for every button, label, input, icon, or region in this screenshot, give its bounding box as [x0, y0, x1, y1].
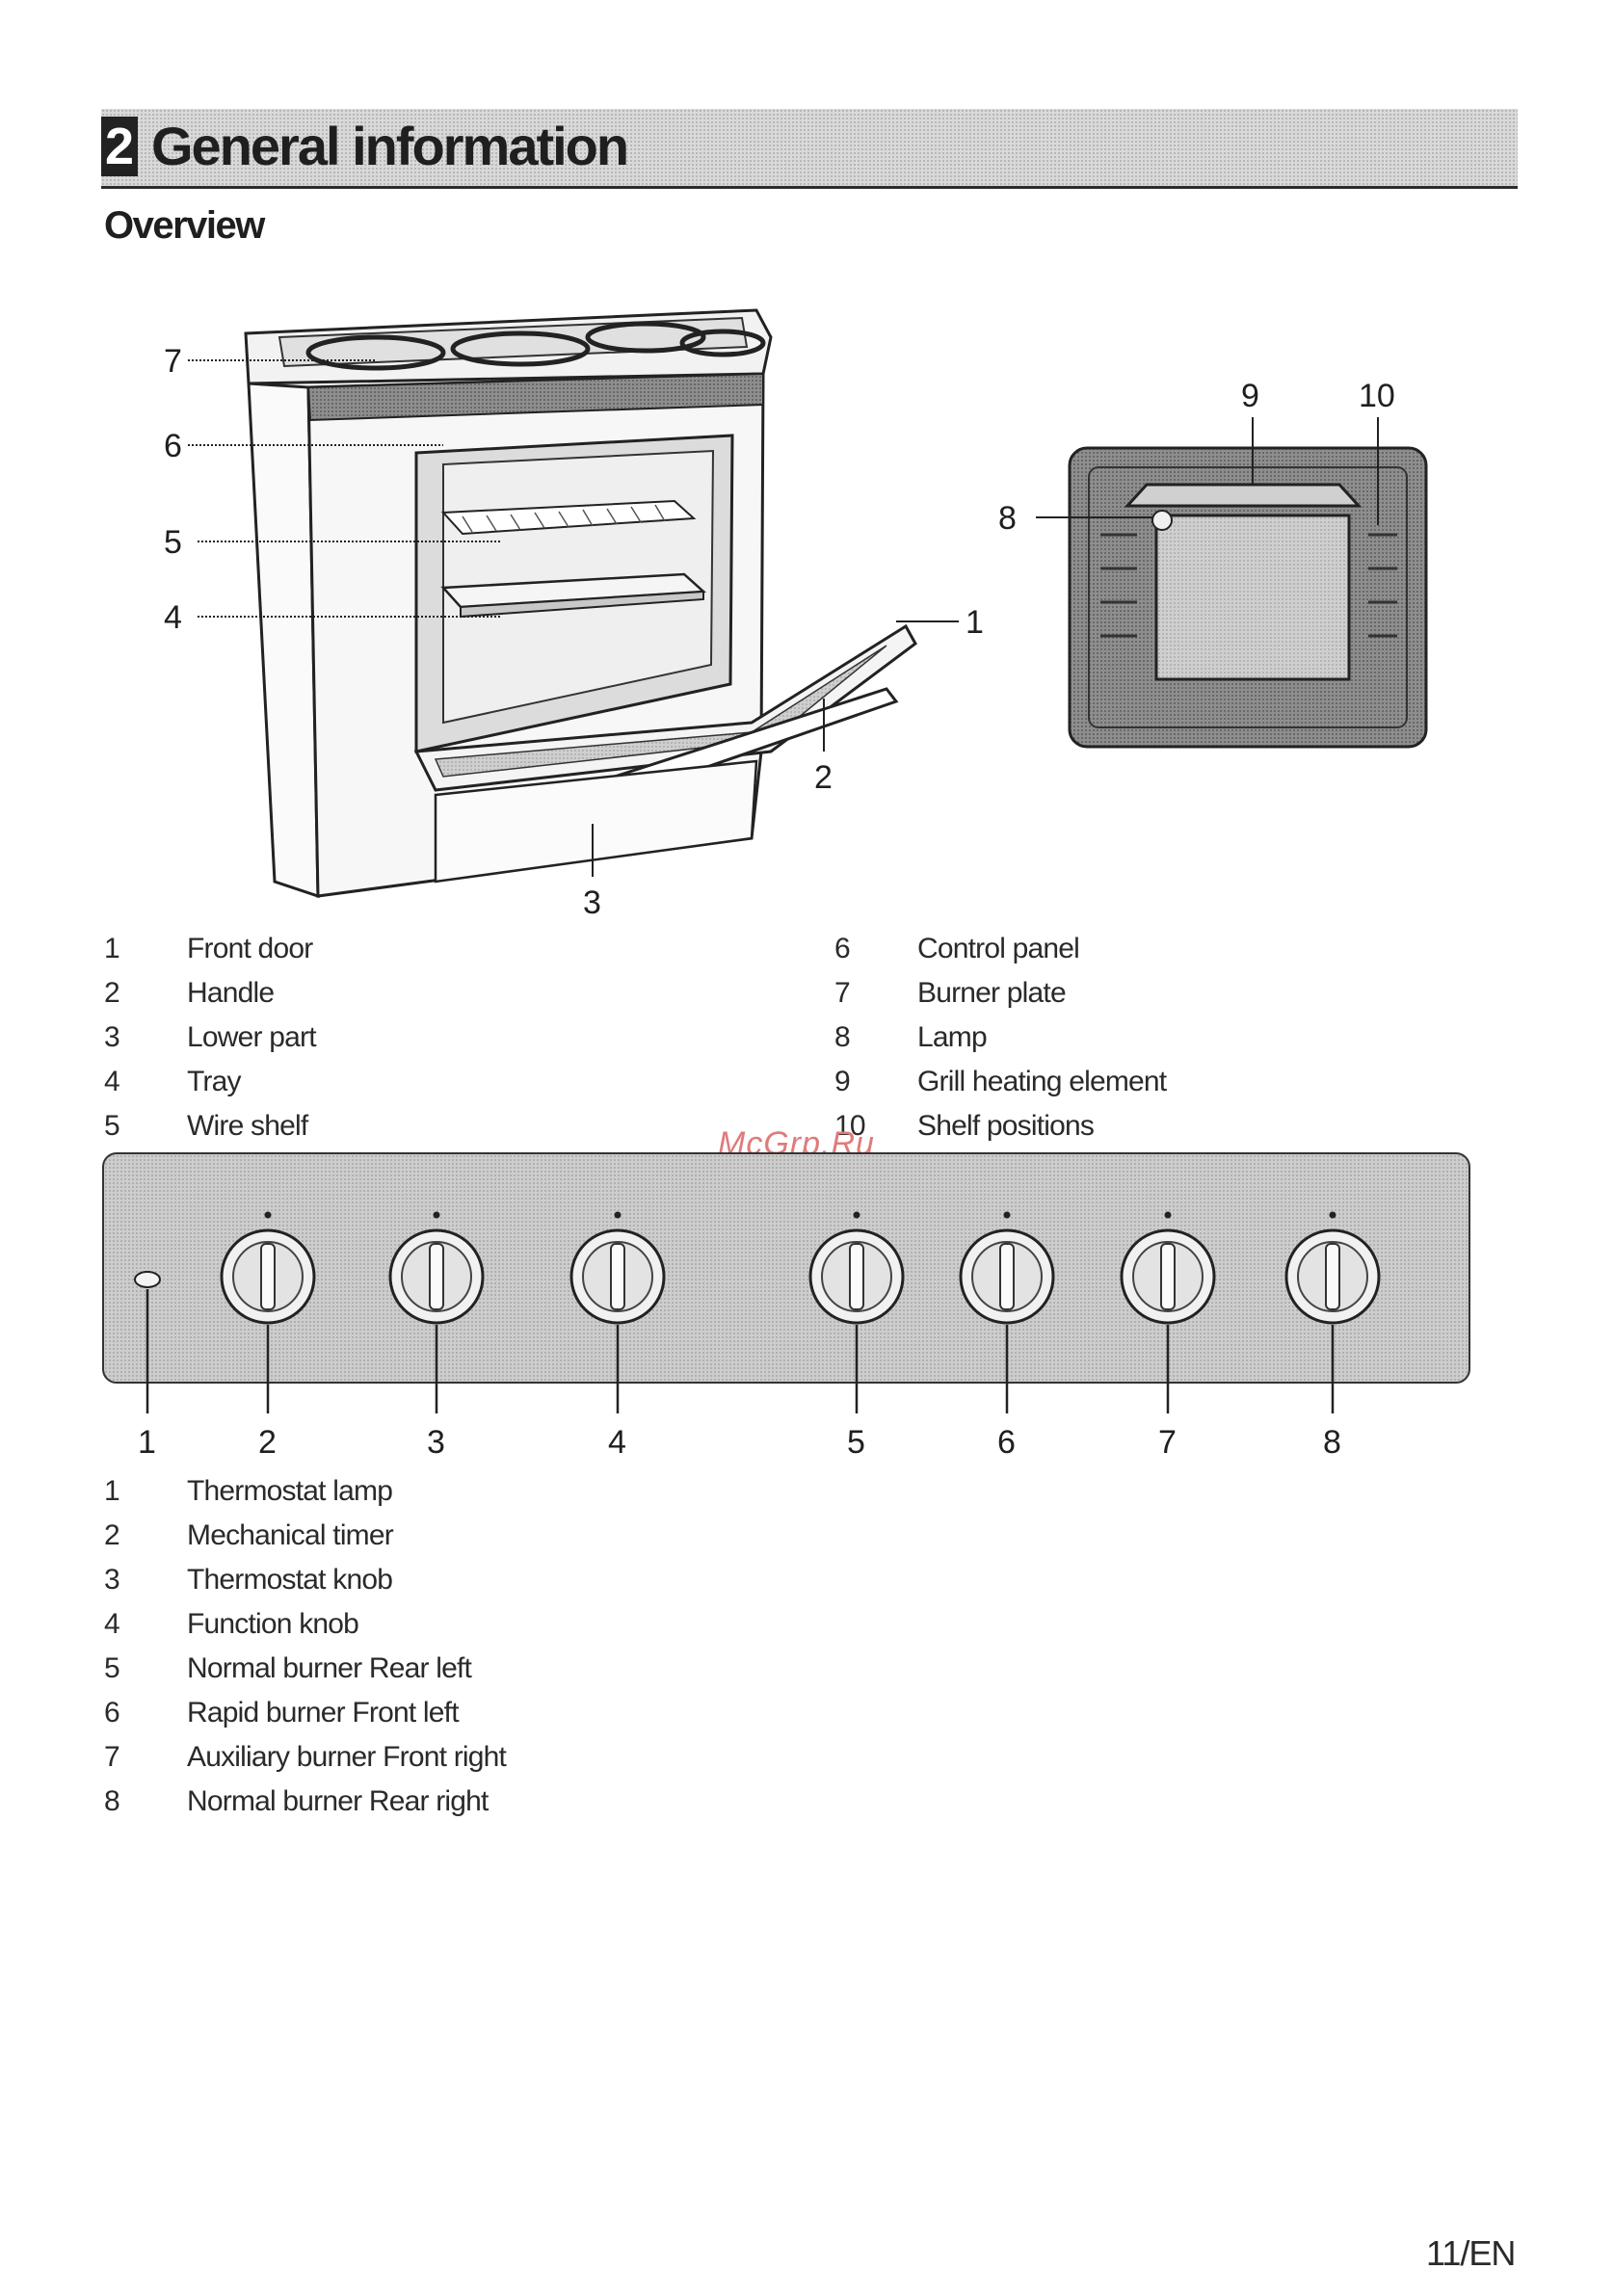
lower-part — [434, 759, 758, 884]
wire-shelf — [440, 499, 697, 536]
callout-3: 3 — [583, 884, 601, 915]
knob-burner-rear-left[interactable] — [808, 1211, 905, 1325]
callout-1: 1 — [966, 604, 984, 641]
callout-5: 5 — [164, 524, 182, 561]
section-title: Overview — [104, 204, 265, 247]
chapter-header: 2 General information — [101, 109, 1518, 189]
interior-callout-8: 8 — [998, 500, 1017, 537]
oven-illustration: 7 6 5 4 1 2 3 — [164, 308, 984, 915]
knob-burner-front-left[interactable] — [959, 1211, 1055, 1325]
knob-timer[interactable] — [220, 1211, 316, 1325]
page-number: 11/EN — [1426, 2233, 1516, 2273]
panel-callout-7: 7 — [1158, 1424, 1177, 1461]
panel-callout-3: 3 — [427, 1424, 445, 1461]
knob-burner-front-right[interactable] — [1120, 1211, 1216, 1325]
panel-callout-5: 5 — [847, 1424, 865, 1461]
callout-2: 2 — [814, 759, 833, 796]
knob-function[interactable] — [569, 1211, 666, 1325]
callout-6: 6 — [164, 428, 182, 464]
panel-callout-8: 8 — [1323, 1424, 1341, 1461]
chapter-title: General information — [151, 116, 629, 176]
thermostat-lamp-indicator — [134, 1271, 161, 1288]
grill-heating-element — [1124, 483, 1363, 508]
callout-7: 7 — [164, 343, 182, 380]
panel-callout-2: 2 — [258, 1424, 277, 1461]
interior-callout-10: 10 — [1359, 378, 1395, 414]
oven-interior-illustration: 9 10 8 — [998, 378, 1428, 749]
chapter-number: 2 — [101, 117, 138, 176]
knob-thermostat[interactable] — [388, 1211, 485, 1325]
knob-burner-rear-right[interactable] — [1284, 1211, 1381, 1325]
front-door — [413, 623, 917, 792]
panel-callout-1: 1 — [138, 1424, 156, 1461]
panel-callout-6: 6 — [997, 1424, 1016, 1461]
callout-4: 4 — [164, 599, 182, 636]
lamp — [1151, 510, 1173, 531]
control-panel-illustration: 1 2 3 4 5 6 7 8 — [102, 1152, 1470, 1461]
panel-callout-4: 4 — [608, 1424, 626, 1461]
interior-callout-9: 9 — [1241, 378, 1259, 414]
control-panel-strip — [306, 372, 764, 422]
